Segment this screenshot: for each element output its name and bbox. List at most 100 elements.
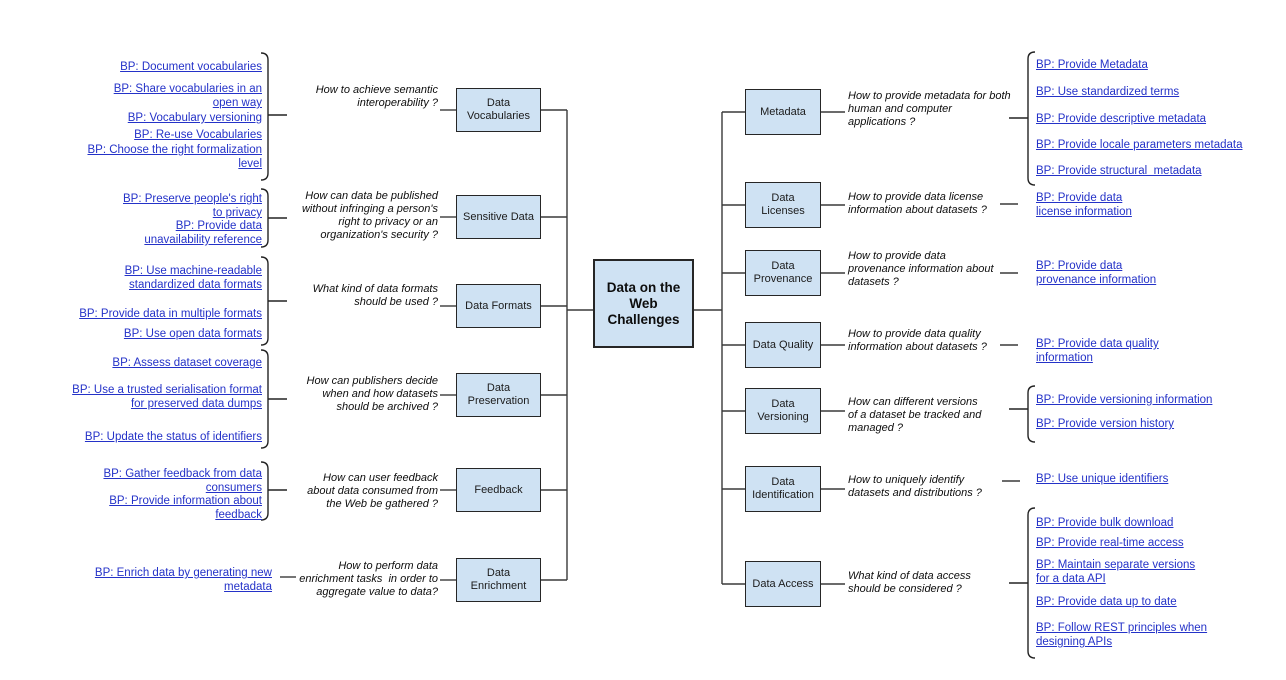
bp-link-line: BP: Provide data: [1036, 260, 1123, 272]
central-topic-label-line: Challenges: [607, 311, 680, 327]
bp-link[interactable]: BP: Provide locale parameters metadata: [1036, 138, 1274, 152]
question-line: should be archived ?: [336, 401, 438, 413]
topic-box-label-line: Provenance: [753, 273, 813, 285]
bp-link-line: BP: Share vocabularies in an: [113, 83, 262, 95]
bp-link[interactable]: BP: Provide versioning information: [1036, 393, 1274, 407]
topic-box-label-line: Data Formats: [465, 299, 532, 312]
bp-link[interactable]: BP: Provide version history: [1036, 417, 1274, 431]
bp-link-line: BP: Use unique identifiers: [1036, 473, 1169, 485]
bp-link-line: BP: Provide data quality: [1036, 338, 1159, 350]
central-topic-label-line: Data on the: [606, 279, 681, 295]
bp-link[interactable]: BP: Use open data formats: [26, 327, 262, 341]
question-line: when and how datasets: [322, 388, 438, 400]
bp-link-line: BP: Use machine-readable: [124, 265, 262, 277]
bp-link[interactable]: BP: Assess dataset coverage: [26, 356, 262, 370]
bp-link-line: BP: Use a trusted serialisation format: [72, 384, 262, 396]
bp-link[interactable]: BP: Provide data quality information: [1036, 337, 1274, 365]
bp-link[interactable]: BP: Use standardized terms: [1036, 85, 1274, 99]
bp-link-line: BP: Provide information about: [109, 495, 262, 507]
bp-link-line: open way: [212, 97, 262, 109]
bp-link[interactable]: BP: Share vocabularies in an open way: [26, 82, 262, 110]
bp-link[interactable]: BP: Provide data in multiple formats: [26, 307, 262, 321]
bp-link[interactable]: BP: Provide real-time access: [1036, 536, 1274, 550]
bp-link[interactable]: BP: Use machine-readable standardized dat…: [26, 264, 262, 292]
bp-link-line: BP: Follow REST principles when: [1036, 622, 1208, 634]
question-line: interoperability ?: [357, 97, 438, 109]
bracket: [260, 461, 287, 521]
question-line: How to provide metadata for both: [848, 90, 1011, 102]
topic-box-label-line: Sensitive Data: [463, 210, 534, 223]
question-line: datasets ?: [848, 276, 899, 288]
topic-box-data-access: Data Access: [745, 561, 821, 607]
bp-link[interactable]: BP: Update the status of identifiers: [26, 430, 262, 444]
topic-box-label-line: Feedback: [474, 483, 523, 496]
question-line: How to achieve semantic: [315, 84, 438, 96]
bp-link[interactable]: BP: Provide data up to date: [1036, 595, 1274, 609]
topic-box-label-line: Data: [771, 260, 795, 272]
bp-link-line: metadata: [224, 581, 272, 593]
question-line: about data consumed from: [307, 485, 438, 497]
question-line: How can user feedback: [323, 472, 438, 484]
question-line: What kind of data formats: [312, 283, 438, 295]
bp-link-line: BP: Provide bulk download: [1036, 517, 1174, 529]
bp-link[interactable]: BP: Re-use Vocabularies: [26, 128, 262, 142]
question-line: should be used ?: [354, 296, 438, 308]
question-line: How to provide data quality: [848, 328, 981, 340]
bp-link-line: BP: Use standardized terms: [1036, 86, 1180, 98]
bp-link-line: BP: Provide Metadata: [1036, 59, 1148, 71]
bp-link[interactable]: BP: Document vocabularies: [26, 60, 262, 74]
topic-box-label-line: Identification: [752, 489, 814, 501]
bracket: [260, 256, 287, 346]
question-line: How can publishers decide: [306, 375, 438, 387]
bp-link[interactable]: BP: Provide descriptive metadata: [1036, 112, 1274, 126]
bp-link-line: information: [1036, 352, 1093, 364]
question-line: applications ?: [848, 116, 916, 128]
bp-link[interactable]: BP: Provide bulk download: [1036, 516, 1274, 530]
bp-link-line: BP: Document vocabularies: [120, 61, 262, 73]
question-line: How can data be published: [305, 190, 438, 202]
bp-link[interactable]: BP: Use unique identifiers: [1036, 472, 1274, 486]
bp-link[interactable]: BP: Provide Metadata: [1036, 58, 1274, 72]
bp-link-line: BP: Gather feedback from data: [103, 468, 262, 480]
bp-link-line: designing APIs: [1036, 636, 1113, 648]
topic-box-metadata: Metadata: [745, 89, 821, 135]
bp-link[interactable]: BP: Follow REST principles when designing…: [1036, 621, 1274, 649]
bp-link-line: BP: Assess dataset coverage: [112, 357, 262, 369]
question-line: information about datasets ?: [848, 204, 987, 216]
topic-box-label-line: Data: [486, 567, 511, 579]
question-line: without infringing a person's: [301, 203, 438, 215]
topic-box-label-line: Vocabularies: [467, 110, 530, 122]
bp-link[interactable]: BP: Provide structural metadata: [1036, 164, 1274, 178]
question-line: How to uniquely identify: [848, 474, 965, 486]
topic-box-feedback: Feedback: [456, 468, 541, 512]
topic-box-label-line: Enrichment: [470, 580, 527, 592]
bp-link-line: BP: Re-use Vocabularies: [134, 129, 262, 141]
bracket: [1009, 385, 1036, 443]
bp-link-line: BP: Provide data in multiple formats: [79, 308, 262, 320]
question-line: aggregate value to data?: [316, 586, 438, 598]
bp-link-line: standardized data formats: [129, 279, 262, 291]
topic-box-label-line: Data: [771, 192, 795, 204]
question-line: datasets and distributions ?: [848, 487, 982, 499]
bp-link-line: BP: Provide data up to date: [1036, 596, 1177, 608]
bp-link[interactable]: BP: Vocabulary versioning: [26, 111, 262, 125]
topic-box-label-line: Data: [486, 382, 511, 394]
topic-box-label-line: Data Quality: [752, 338, 814, 351]
